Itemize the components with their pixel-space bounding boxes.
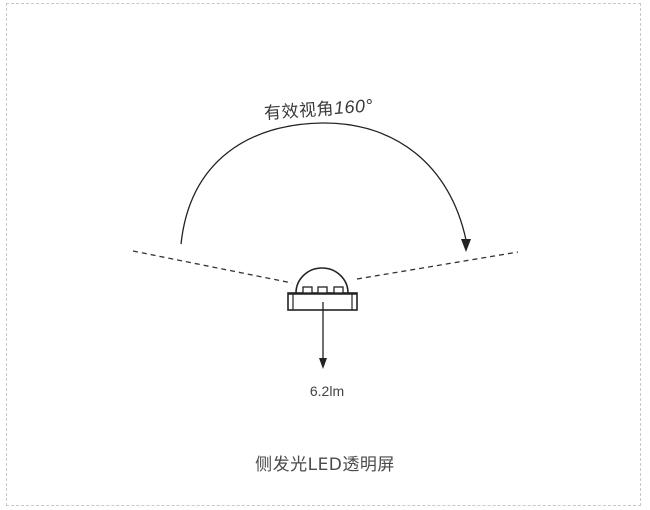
viewing-angle-value: 160°	[333, 95, 374, 119]
left-boundary-dashed-line	[132, 250, 293, 284]
dashed-frame	[6, 3, 641, 506]
luminous-flux-label: 6.2lm	[309, 383, 345, 399]
right-boundary-dashed-line	[356, 251, 519, 280]
diagram-caption: 侧发光LED透明屏	[255, 455, 395, 475]
down-arrow-icon	[319, 302, 327, 369]
led-chip-icon	[287, 267, 358, 311]
arc-arrow-icon	[180, 122, 471, 252]
